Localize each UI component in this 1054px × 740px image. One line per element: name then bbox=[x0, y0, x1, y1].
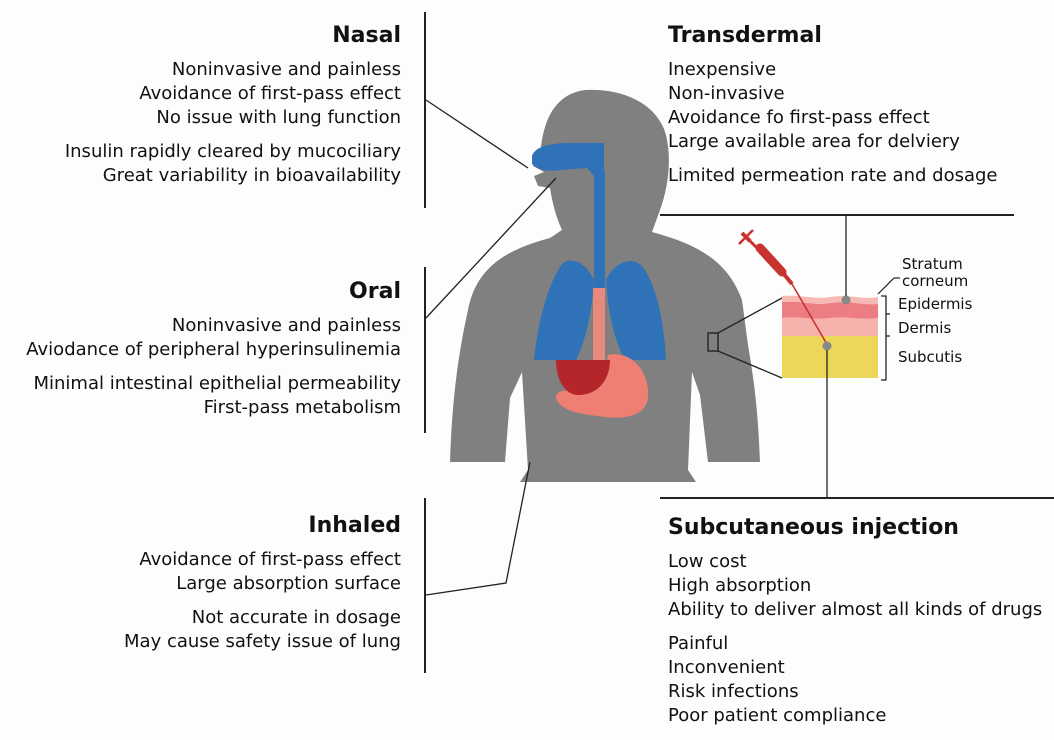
subcutaneous-pro-2: High absorption bbox=[668, 574, 1054, 598]
subcutaneous-title: Subcutaneous injection bbox=[668, 514, 1054, 542]
inhaled-pro-1: Avoidance of first-pass effect bbox=[124, 548, 401, 572]
nasal-pro-2: Avoidance of first-pass effect bbox=[65, 82, 401, 106]
transdermal-con-1: Limited permeation rate and dosage bbox=[668, 164, 997, 188]
trachea bbox=[594, 172, 605, 292]
inhaled-rule bbox=[424, 498, 426, 673]
transdermal-pro-3: Avoidance fo first-pass effect bbox=[668, 106, 997, 130]
transdermal-section: Transdermal Inexpensive Non-invasive Avo… bbox=[668, 22, 997, 188]
stratum-leader bbox=[878, 278, 894, 294]
skin-subcutis-layer bbox=[782, 336, 878, 378]
nasal-con-1: Insulin rapidly cleared by mucociliary bbox=[65, 140, 401, 164]
epidermis-label: Epidermis bbox=[898, 296, 972, 313]
oral-rule bbox=[424, 267, 426, 433]
oral-title: Oral bbox=[26, 278, 401, 306]
transdermal-pro-4: Large available area for delviery bbox=[668, 130, 997, 154]
transdermal-title: Transdermal bbox=[668, 22, 997, 50]
subcutaneous-pro-3: Ability to deliver almost all kinds of d… bbox=[668, 598, 1054, 622]
subcutaneous-pro-1: Low cost bbox=[668, 550, 1054, 574]
inhaled-pointer bbox=[426, 462, 530, 595]
oral-con-2: First-pass metabolism bbox=[26, 396, 401, 420]
inhaled-section: Inhaled Avoidance of first-pass effect L… bbox=[124, 512, 401, 654]
stratum-label-line2: corneum bbox=[902, 273, 968, 290]
oral-pro-1: Noninvasive and painless bbox=[26, 314, 401, 338]
stratum-corneum-label: Stratum corneum bbox=[902, 256, 968, 290]
subcutis-label: Subcutis bbox=[898, 349, 962, 366]
inhaled-pro-2: Large absorption surface bbox=[124, 572, 401, 596]
subcutaneous-con-1: Painful bbox=[668, 632, 1054, 656]
dermis-label: Dermis bbox=[898, 320, 951, 337]
subcutaneous-section: Subcutaneous injection Low cost High abs… bbox=[668, 514, 1054, 740]
skin-epidermis-layer bbox=[782, 302, 878, 319]
nasal-pro-1: Noninvasive and painless bbox=[65, 58, 401, 82]
esophagus bbox=[593, 288, 605, 360]
subcutaneous-con-4: Poor patient compliance bbox=[668, 704, 1054, 728]
subcutaneous-con-2: Inconvenient bbox=[668, 656, 1054, 680]
oral-con-1: Minimal intestinal epithelial permeabili… bbox=[26, 372, 401, 396]
inhaled-con-2: May cause safety issue of lung bbox=[124, 630, 401, 654]
nasal-pro-3: No issue with lung function bbox=[65, 106, 401, 130]
subcutaneous-rule bbox=[660, 497, 1054, 499]
transdermal-dot bbox=[842, 296, 851, 305]
subcutaneous-con-3: Risk infections bbox=[668, 680, 1054, 704]
stratum-label-line1: Stratum bbox=[902, 256, 968, 273]
transdermal-pro-1: Inexpensive bbox=[668, 58, 997, 82]
inhaled-title: Inhaled bbox=[124, 512, 401, 540]
nasal-section: Nasal Noninvasive and painless Avoidance… bbox=[65, 22, 401, 188]
injection-dot bbox=[823, 342, 832, 351]
inhaled-con-1: Not accurate in dosage bbox=[124, 606, 401, 630]
nasal-con-2: Great variability in bioavailability bbox=[65, 164, 401, 188]
nasal-pointer bbox=[426, 100, 528, 168]
nasal-title: Nasal bbox=[65, 22, 401, 50]
layer-bracket bbox=[881, 296, 886, 380]
oral-pro-2: Aviodance of peripheral hyperinsulinemia bbox=[26, 338, 401, 362]
transdermal-pro-2: Non-invasive bbox=[668, 82, 997, 106]
transdermal-rule bbox=[660, 214, 1014, 216]
oral-section: Oral Noninvasive and painless Aviodance … bbox=[26, 278, 401, 420]
nasal-rule bbox=[424, 12, 426, 208]
